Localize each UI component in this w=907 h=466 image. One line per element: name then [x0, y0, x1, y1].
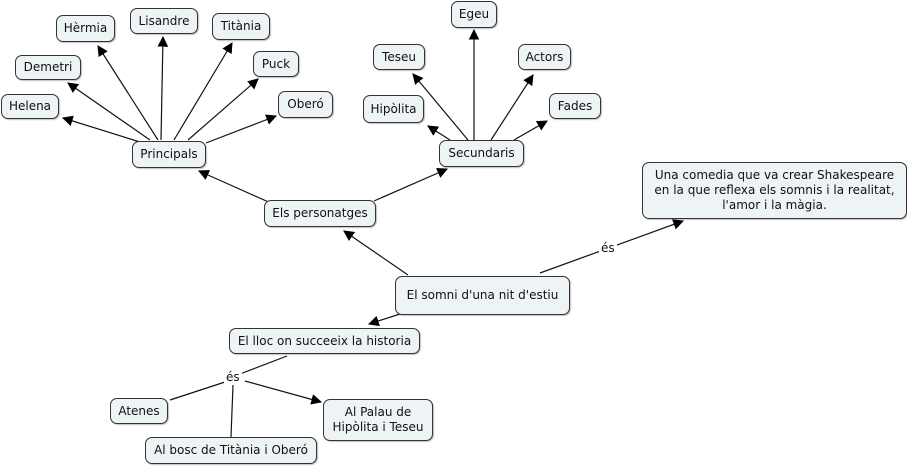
link-root-place	[367, 313, 401, 327]
concept-obero[interactable]: Oberó	[278, 91, 333, 118]
link-principals-demetri	[67, 82, 151, 141]
concept-demetri[interactable]: Demetri	[15, 55, 81, 80]
concept-secundaris[interactable]: Secundaris	[439, 140, 524, 167]
link-principals-puck	[187, 78, 259, 141]
link-principals-titania	[173, 42, 233, 141]
concept-puck[interactable]: Puck	[253, 51, 299, 77]
concept-helena[interactable]: Helena	[1, 94, 59, 119]
concept-palau[interactable]: Al Palau de Hipòlita i Teseu	[323, 399, 433, 441]
link-characters-secundaris	[373, 167, 448, 202]
link-secundaris-hipolita	[427, 125, 451, 141]
concept-atenes[interactable]: Atenes	[110, 398, 168, 424]
concept-hipolita[interactable]: Hipòlita	[363, 95, 424, 123]
concept-titania[interactable]: Titània	[212, 13, 270, 40]
concept-egeu[interactable]: Egeu	[451, 1, 497, 28]
concept-actors[interactable]: Actors	[518, 44, 571, 70]
link-secundaris-teseu	[412, 73, 469, 141]
concept-fades[interactable]: Fades	[549, 93, 601, 119]
link-characters-principals	[198, 170, 274, 205]
link-label-es-definition: és	[599, 241, 617, 255]
concept-definition[interactable]: Una comedia que va crear Shakespeare en …	[642, 162, 907, 219]
link-secundaris-actors	[490, 74, 534, 141]
concept-root[interactable]: El somni d'una nit d'estiu	[395, 276, 570, 315]
link-principals-hermia	[97, 45, 159, 141]
link-es-atenes	[169, 381, 226, 401]
concept-principals[interactable]: Principals	[132, 141, 206, 168]
concept-bosc[interactable]: Al bosc de Titània i Oberó	[145, 437, 317, 464]
link-secundaris-fades	[513, 120, 548, 141]
link-es-bosc	[230, 384, 234, 438]
link-label-es-place: és	[224, 370, 242, 384]
concept-characters[interactable]: Els personatges	[264, 200, 376, 227]
concept-hermia[interactable]: Hèrmia	[56, 15, 115, 42]
link-principals-lisandre	[157, 35, 169, 141]
concept-place[interactable]: El lloc on succeeix la historia	[229, 328, 420, 354]
concept-teseu[interactable]: Teseu	[373, 44, 425, 70]
link-principals-obero	[205, 114, 278, 144]
link-root-characters	[343, 230, 409, 276]
link-place-es	[239, 355, 288, 375]
link-principals-helena	[61, 115, 141, 143]
link-es-palau	[244, 380, 323, 405]
concept-lisandre[interactable]: Lisandre	[130, 8, 198, 34]
